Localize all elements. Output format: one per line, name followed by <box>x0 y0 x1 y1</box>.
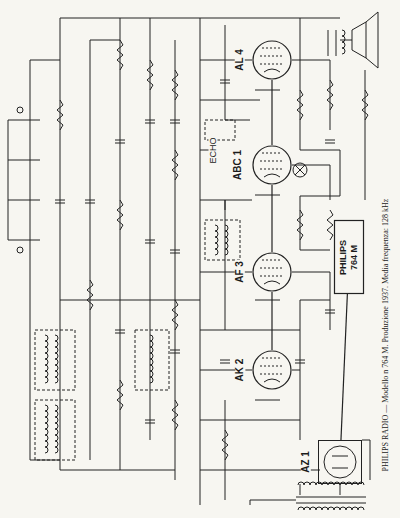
tube-type-label: AZ 1 <box>301 450 311 474</box>
tube-cathode <box>264 281 280 284</box>
brand-text: 764 M <box>350 244 359 269</box>
tube-envelope <box>253 351 291 389</box>
node-outline <box>252 145 292 185</box>
coil-symbol <box>55 335 58 383</box>
rectifier-frame <box>319 441 362 484</box>
coil-symbol <box>225 225 228 255</box>
tube-cathode <box>264 174 280 177</box>
capacitor-symbol <box>170 250 180 253</box>
tube-grid <box>260 358 284 374</box>
signal-wire <box>341 294 347 440</box>
signal-wire <box>271 80 272 145</box>
output-tube: AL 4 <box>252 40 292 80</box>
brand-text: PHILIPS <box>339 239 348 274</box>
tube-type-label: AL 4 <box>235 48 245 72</box>
node-outline <box>252 252 292 292</box>
capacitor-symbol <box>145 240 155 243</box>
coil-symbol <box>150 335 153 383</box>
resistor-symbol <box>117 380 123 410</box>
tube-envelope <box>253 253 291 291</box>
tube-grid <box>260 153 284 169</box>
sheet-title: PHILIPS RADIO — Modello n 764 M. Produzi… <box>382 199 390 472</box>
brand-plate: PHILIPS764 M <box>334 220 364 294</box>
tube-type-label: AK 2 <box>235 358 245 383</box>
resistor-symbol <box>147 60 153 90</box>
capacitor-symbol <box>85 200 95 203</box>
resistor-symbol <box>172 150 178 180</box>
signal-wire <box>271 185 272 252</box>
resistor-symbol <box>172 400 178 430</box>
capacitor-symbol <box>145 420 155 423</box>
coil-symbol <box>215 225 218 255</box>
tube-grid <box>260 260 284 276</box>
resistor-symbol <box>87 280 93 310</box>
node-outline <box>318 440 362 484</box>
tube-cathode <box>264 379 280 382</box>
capacitor-symbol <box>170 120 180 123</box>
tube-type-label: ABC 1 <box>233 149 243 181</box>
coil-symbol <box>298 507 364 510</box>
capacitor-symbol <box>325 140 335 143</box>
tube-envelope <box>253 146 291 184</box>
signal-wire <box>271 292 272 350</box>
coil-symbol <box>45 405 48 453</box>
node-outline <box>252 40 292 80</box>
resistor-symbol <box>117 40 123 70</box>
tube-anodes <box>332 456 348 468</box>
converter-tube: AK 2 <box>252 350 292 390</box>
resistor-symbol <box>327 210 333 240</box>
capacitor-symbol <box>145 120 155 123</box>
resistor-symbol <box>362 90 368 120</box>
capacitor-symbol <box>325 310 335 313</box>
capacitor-symbol <box>115 140 125 143</box>
capacitor-symbol <box>115 330 125 333</box>
capacitor-symbol <box>170 350 180 353</box>
coil-symbol <box>55 405 58 453</box>
tube-envelope <box>253 41 291 79</box>
capacitor-symbol <box>55 200 65 203</box>
coil-symbol <box>342 30 345 54</box>
rectifier-tube: AZ 1 <box>318 440 362 484</box>
resistor-symbol <box>327 80 333 110</box>
capacitor-symbol <box>295 360 305 363</box>
resistor-symbol <box>222 430 228 460</box>
tube-type-label: AF 3 <box>235 260 245 284</box>
plate-outline <box>335 221 364 294</box>
tube-envelope <box>324 446 356 478</box>
resistor-symbol <box>297 210 303 240</box>
capacitor-symbol <box>220 360 230 363</box>
terminal-label: ECHO <box>209 136 218 164</box>
resistor-symbol <box>57 100 63 130</box>
tube-grid <box>260 48 284 64</box>
if-amplifier-tube: AF 3 <box>252 252 292 292</box>
detector-tube: ABC 1 <box>252 145 292 185</box>
resistor-symbol <box>172 70 178 100</box>
tube-cathode <box>264 69 280 72</box>
capacitor-symbol <box>220 80 230 83</box>
node-outline <box>252 350 292 390</box>
resistor-symbol <box>297 90 303 120</box>
resistor-symbol <box>117 200 123 230</box>
coil-symbol <box>45 335 48 383</box>
resistor-symbol <box>172 300 178 330</box>
